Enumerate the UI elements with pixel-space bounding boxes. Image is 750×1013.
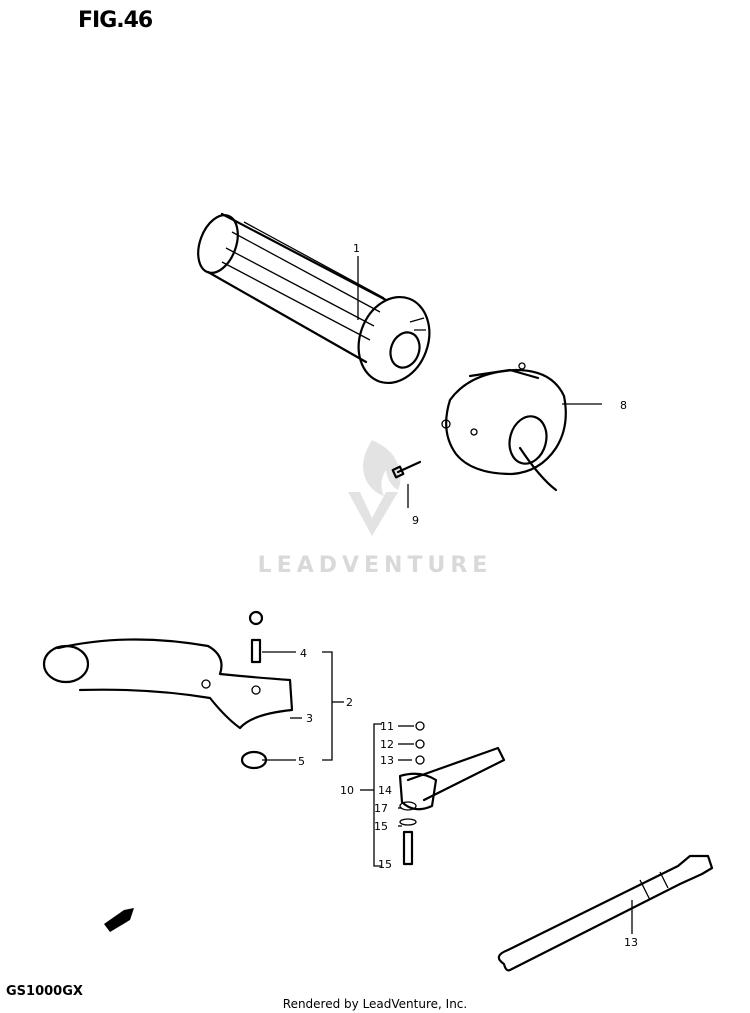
brake-lever [42, 638, 294, 730]
callout-15-lower: 15 [378, 858, 392, 871]
callout-2: 2 [346, 696, 353, 709]
watermark-text: LEADVENTURE [257, 553, 493, 578]
callout-11: 11 [380, 720, 394, 733]
handlebar-grip [197, 212, 431, 385]
callout-9: 9 [412, 514, 419, 527]
callout-4: 4 [300, 647, 307, 660]
bracket-lines-choke [360, 723, 414, 867]
control-cable [497, 854, 714, 972]
callout-12: 12 [380, 738, 394, 751]
callout-13-top: 13 [380, 754, 394, 767]
callout-3: 3 [306, 712, 313, 725]
footer-credit: Rendered by LeadVenture, Inc. [282, 997, 468, 1011]
callout-15-upper: 15 [374, 820, 388, 833]
figure-title: FIG.46 [78, 8, 153, 33]
callout-5: 5 [298, 755, 305, 768]
callout-13-bottom: 13 [624, 936, 638, 949]
watermark-logo-icon [348, 440, 401, 536]
switch-housing [441, 362, 567, 492]
front-arrow-icon [104, 908, 134, 932]
callout-10: 10 [340, 784, 354, 797]
choke-lever-assembly [398, 721, 506, 866]
callout-14: 14 [378, 784, 392, 797]
callout-17: 17 [374, 802, 388, 815]
callout-8: 8 [620, 399, 627, 412]
pivot-bolt [248, 610, 264, 664]
model-code: GS1000GX [6, 984, 83, 999]
callout-1: 1 [353, 242, 360, 255]
bracket-lines-lever [262, 651, 344, 761]
housing-screw [391, 460, 422, 479]
